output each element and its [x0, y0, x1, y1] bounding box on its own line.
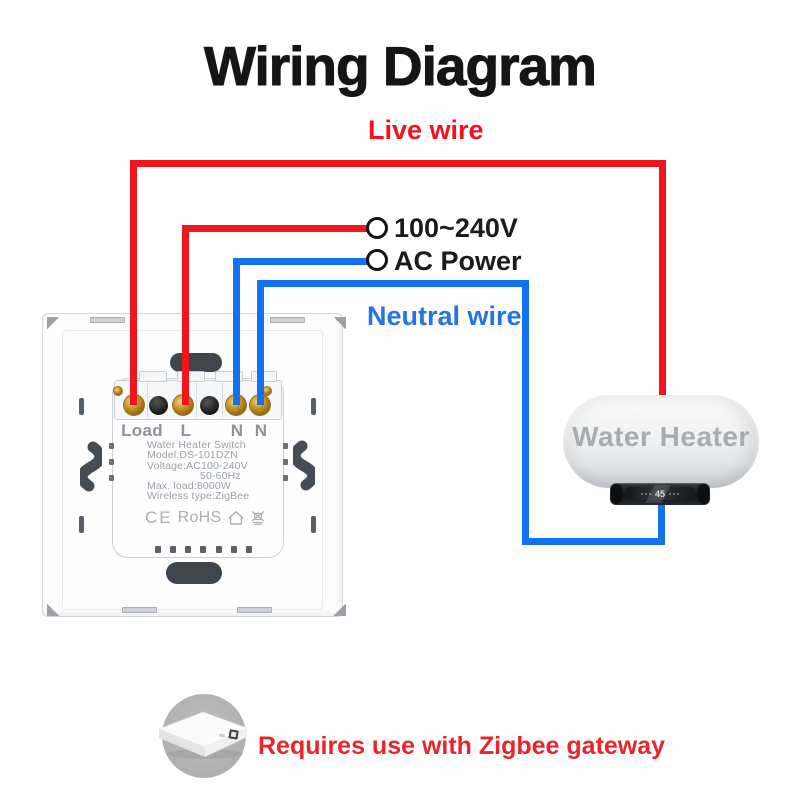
certification-row: CE RoHS [145, 508, 266, 528]
plate-inner-frame [62, 330, 323, 610]
power-label-ac: AC Power [394, 246, 522, 276]
display-dot [669, 492, 671, 495]
terminal-tab [139, 371, 167, 382]
plate-bottom-slot [166, 562, 222, 584]
module-side-hole [109, 475, 114, 481]
live-wire-segment-vertical-load [130, 160, 137, 405]
terminal-hole [149, 396, 168, 415]
switch-wireless: Wireless type:ZigBee [147, 490, 250, 503]
display-dot [644, 492, 647, 495]
terminal-divider [147, 383, 148, 417]
l-wire-segment-horizontal [182, 225, 368, 232]
terminal-label-load: Load [121, 421, 163, 440]
mounting-slot-right [293, 440, 315, 491]
plate-corner-mark [47, 317, 60, 329]
power-label-voltage: 100~240V [394, 213, 518, 243]
water-heater-label: Water Heater [572, 421, 750, 452]
power-node-live [366, 217, 388, 239]
display-dot [673, 492, 675, 495]
l-wire-segment-vertical [182, 225, 189, 405]
live-wire-segment-top [130, 160, 666, 167]
vent-slot [200, 546, 206, 553]
panel-end-cap [698, 484, 709, 504]
switch-frequency: 50-60Hz [200, 469, 241, 482]
plate-top-slot [170, 353, 222, 372]
page-title: Wiring Diagram [204, 35, 598, 98]
module-side-hole [283, 443, 288, 449]
zigbee-gateway-icon [158, 711, 248, 759]
plate-rim-strip [270, 317, 305, 323]
n2-wire-segment-to-heater [658, 503, 665, 545]
n2-wire-segment-bottom [522, 538, 665, 545]
vent-slot [185, 546, 191, 553]
water-heater-control-panel: 45 [610, 483, 710, 505]
terminal-tab [177, 371, 205, 382]
live-wire-label: Live wire [368, 115, 484, 145]
n1-wire-segment-vertical [233, 258, 240, 405]
water-heater-body: Water Heater [563, 395, 759, 488]
plate-side-slot [79, 516, 84, 533]
gateway-note: Requires use with Zigbee gateway [258, 732, 666, 760]
plate-rim-strip [90, 317, 125, 323]
terminal-label-l: L [180, 421, 192, 440]
plate-side-slot [311, 398, 316, 415]
display-temperature: 45 [654, 488, 665, 499]
switch-voltage: Voltage:AC100-240V [147, 459, 248, 472]
vent-slot [231, 546, 237, 553]
plate-corner-mark [333, 317, 346, 329]
panel-end-cap [611, 484, 622, 504]
terminal-tab [215, 371, 243, 382]
ce-mark: CE [145, 508, 173, 527]
neutral-wire-label: Neutral wire [367, 301, 522, 331]
rohs-mark: RoHS [177, 509, 222, 526]
switch-model: Model:DS-101DZN [147, 449, 238, 462]
switch-specs: Water Heater Switch Model:DS-101DZN Volt… [147, 440, 249, 502]
module-side-hole [109, 459, 114, 465]
module-side-hole [283, 459, 288, 465]
n2-wire-segment-down [522, 280, 529, 545]
plate-corner-mark [47, 604, 60, 616]
vent-slot [246, 546, 252, 553]
terminal-divider [222, 383, 223, 417]
plate-side-slot [79, 398, 84, 415]
terminal-label-n1: N [230, 421, 244, 440]
module-side-hole [109, 443, 114, 449]
house-icon [227, 511, 244, 525]
mounting-slot-left [80, 441, 102, 492]
crossed-bin-icon [251, 511, 264, 525]
module-side-hole [283, 475, 288, 481]
corner-screw [113, 386, 123, 396]
switch-product-name: Water Heater Switch [147, 439, 246, 451]
plate-rim-strip [122, 607, 157, 613]
display-dot [648, 492, 651, 495]
display-dot [640, 492, 643, 495]
n2-wire-segment-horizontal [257, 280, 529, 287]
vent-slot [216, 546, 222, 553]
power-node-neutral [366, 249, 388, 271]
vent-slot [170, 546, 176, 553]
vent-slot [155, 546, 161, 553]
plate-rim-strip [237, 607, 272, 613]
plate-side-slot [311, 516, 316, 533]
terminal-tab [251, 371, 277, 382]
terminal-divider [196, 383, 197, 417]
terminal-label-n2: N [254, 421, 268, 440]
water-heater-display: 45 [627, 487, 693, 500]
live-wire-segment-to-heater [659, 160, 666, 395]
plate-corner-mark [333, 604, 346, 616]
n2-wire-segment-vertical [257, 280, 264, 405]
n1-wire-segment-horizontal [233, 258, 368, 265]
terminal-hole [200, 396, 219, 415]
display-dot [677, 492, 679, 495]
switch-max-load: Max. load:8000W [147, 480, 231, 493]
